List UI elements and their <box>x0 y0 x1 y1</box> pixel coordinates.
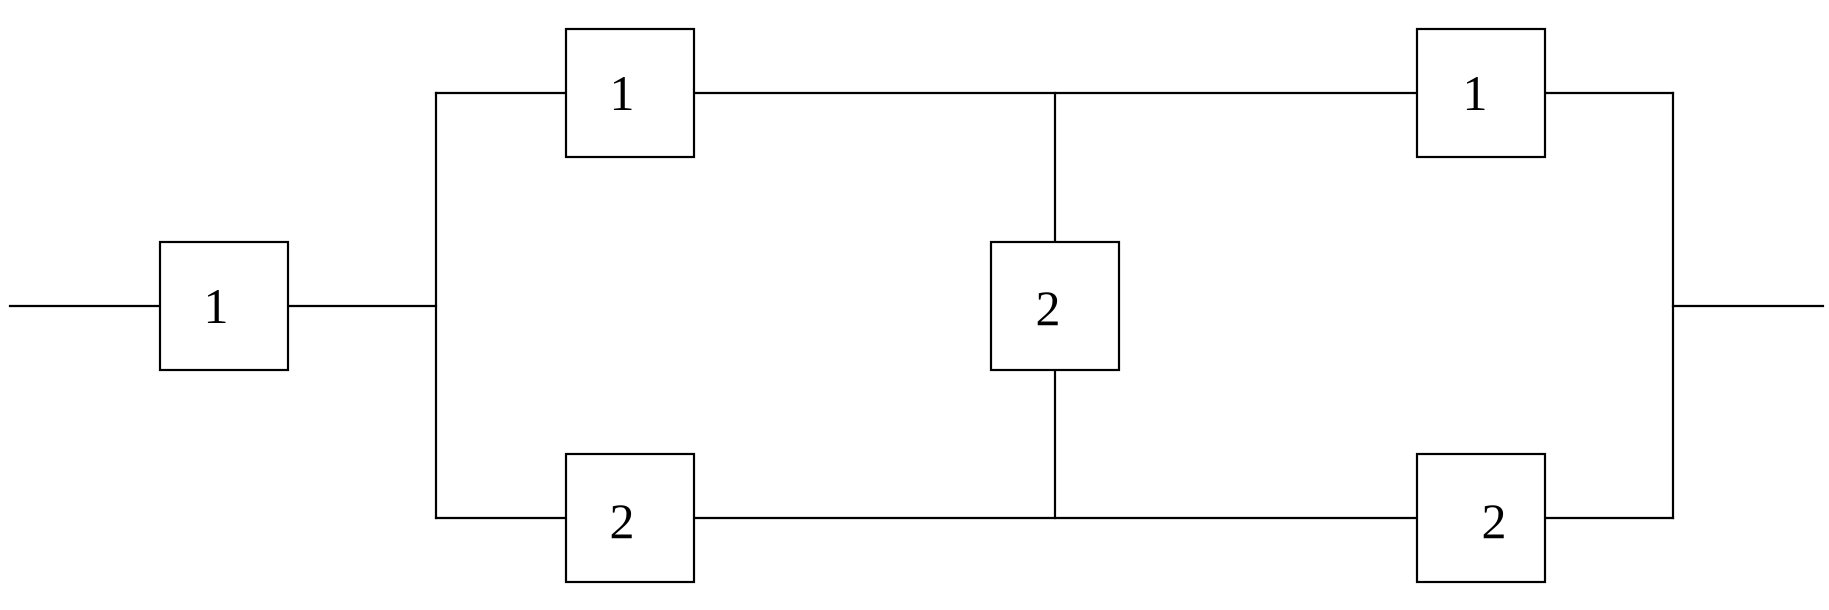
block-upper-right: 1 <box>1415 27 1547 159</box>
block-upper-left: 1 <box>564 27 696 159</box>
block-input-label: 1 <box>204 278 229 334</box>
connection-wires <box>8 91 1825 520</box>
block-upper-left-label: 1 <box>610 65 635 121</box>
block-input: 1 <box>158 240 290 372</box>
block-bridge-box <box>989 240 1121 372</box>
block-upper-right-label: 1 <box>1463 65 1488 121</box>
block-lower-right-box <box>1415 452 1547 584</box>
block-lower-left-label: 2 <box>610 493 635 549</box>
block-input-box <box>158 240 290 372</box>
block-lower-left-box <box>564 452 696 584</box>
block-bridge-label: 2 <box>1036 280 1061 336</box>
block-lower-right-label: 2 <box>1482 493 1507 549</box>
block-lower-left: 2 <box>564 452 696 584</box>
block-bridge: 2 <box>989 240 1121 372</box>
block-lower-right: 2 <box>1415 452 1547 584</box>
block-upper-right-box <box>1415 27 1547 159</box>
block-upper-left-box <box>564 27 696 159</box>
